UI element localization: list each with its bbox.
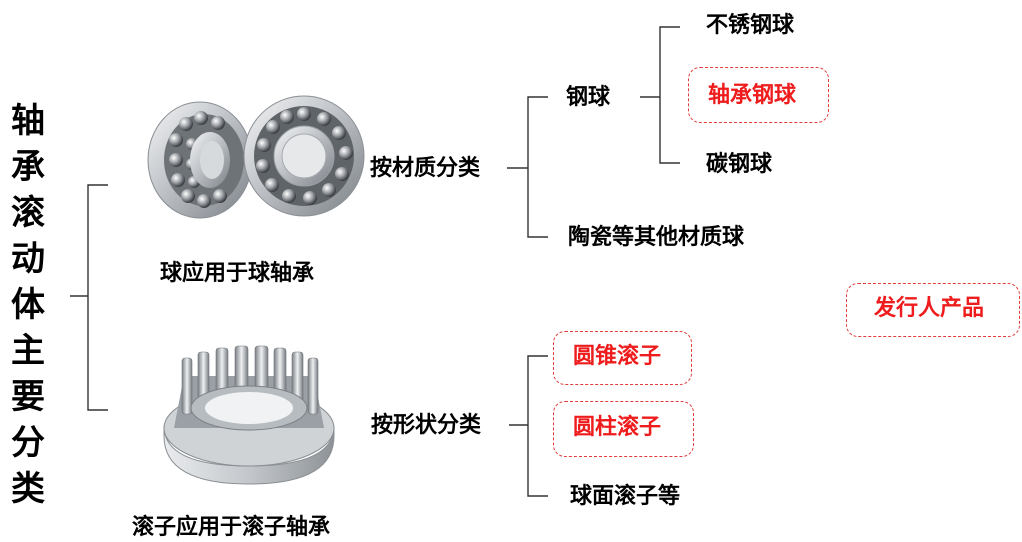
cylindrical-roller-label: 圆柱滚子 — [573, 414, 662, 440]
root-title-char: 分 — [11, 423, 45, 463]
steel-bracket — [659, 26, 680, 164]
spherical-roller-label: 球面滚子等 — [570, 483, 681, 509]
issuer-product-legend-box — [846, 283, 1020, 337]
by-shape-label: 按形状分类 — [371, 412, 482, 438]
root-title-char: 要 — [11, 377, 45, 417]
root-title-char: 体 — [11, 285, 45, 325]
root-title-char: 滚 — [11, 193, 45, 233]
by-material-label: 按材质分类 — [370, 155, 481, 181]
stainless-steel-ball-label: 不锈钢球 — [706, 12, 795, 38]
ball-bearing-image — [147, 95, 365, 219]
cylindrical-roller-box — [553, 401, 694, 457]
shape-bracket — [527, 355, 548, 497]
ball-caption: 球应用于球轴承 — [160, 260, 315, 286]
root-title-char: 轴 — [11, 101, 45, 141]
roller-bearing-image — [163, 345, 335, 485]
tapered-roller-box — [553, 331, 692, 385]
root-title-char: 主 — [11, 331, 45, 371]
roller-caption: 滚子应用于滚子轴承 — [132, 514, 331, 540]
root-bracket — [87, 184, 108, 411]
root-title-char: 承 — [11, 147, 45, 187]
material-bracket — [527, 96, 548, 238]
carbon-steel-ball-label: 碳钢球 — [706, 151, 773, 177]
root-title: 轴 承 滚 动 体 主 要 分 类 — [8, 98, 48, 512]
root-title-char: 类 — [11, 469, 45, 509]
root-title-char: 动 — [11, 239, 45, 279]
ceramic-ball-label: 陶瓷等其他材质球 — [568, 224, 745, 250]
tapered-roller-label: 圆锥滚子 — [573, 343, 662, 369]
bearing-steel-ball-box — [688, 67, 829, 123]
issuer-product-legend-label: 发行人产品 — [874, 295, 985, 321]
bearing-steel-ball-label: 轴承钢球 — [708, 82, 797, 108]
steel-ball-label: 钢球 — [566, 84, 611, 110]
